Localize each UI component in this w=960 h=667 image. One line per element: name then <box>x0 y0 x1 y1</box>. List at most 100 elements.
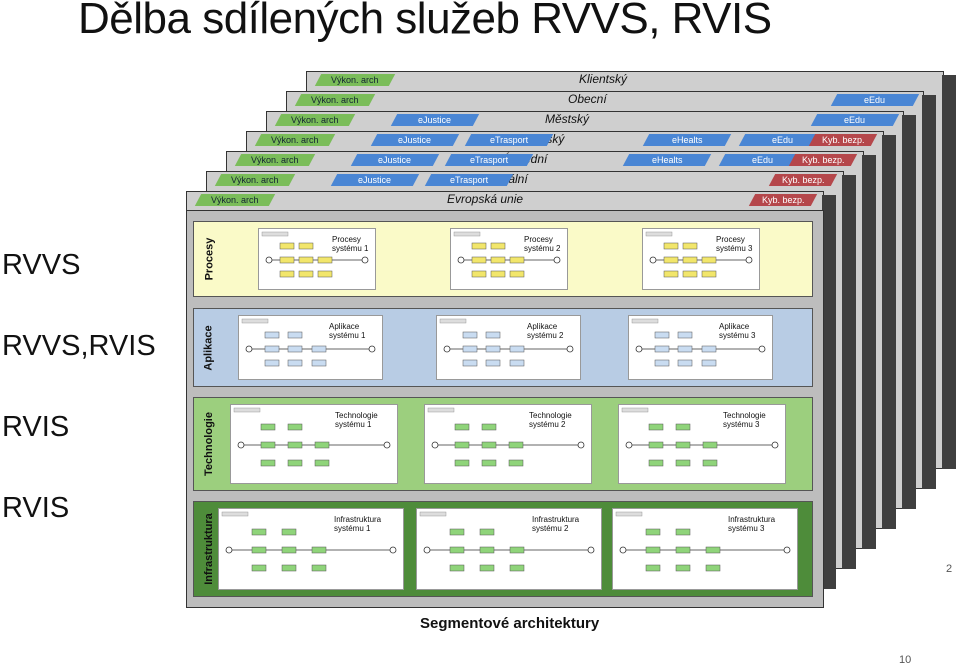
flow-end <box>361 256 369 264</box>
flow-box <box>298 270 314 278</box>
thumbnail-graphic <box>631 318 766 367</box>
layer-tag-ejustice: eJustice <box>330 174 420 186</box>
flow-box <box>479 564 495 572</box>
flow-box <box>471 256 487 264</box>
flow-box <box>314 459 330 467</box>
flow-box <box>279 256 295 264</box>
flow-box <box>701 359 717 367</box>
flow-box <box>509 546 525 554</box>
flow-start <box>225 546 233 554</box>
flow-box <box>314 441 330 449</box>
front-layer-panel: Procesy Procesy systému 1 Procesy systému … <box>186 210 824 608</box>
flow-box <box>260 459 276 467</box>
thumbnail-header <box>631 318 659 324</box>
band-label: Aplikace <box>194 309 224 386</box>
flow-start <box>423 546 431 554</box>
flow-end <box>577 441 585 449</box>
flow-box <box>264 345 280 353</box>
thumbnail-title: Aplikace systému 1 <box>329 322 366 340</box>
flow-box <box>702 459 718 467</box>
left-label-aplikace: RVVS,RVIS <box>2 330 156 362</box>
tag-label: eHealts <box>671 135 703 145</box>
tag-label: Výkon. arch <box>311 95 359 105</box>
flow-box <box>675 546 691 554</box>
flow-box <box>462 359 478 367</box>
flow-box <box>481 441 497 449</box>
flow-box <box>663 270 679 278</box>
tag-label: eJustice <box>418 115 452 125</box>
thumbnail-title: Procesy systému 1 <box>332 235 369 253</box>
flow-start <box>443 345 451 353</box>
diagram-thumbnail: Technologie systému 2 <box>424 404 592 484</box>
flow-box <box>287 459 303 467</box>
flow-box <box>311 345 327 353</box>
thumbnail-header <box>427 407 455 413</box>
thumbnail-graphic <box>439 318 574 367</box>
thumbnail-header <box>233 407 261 413</box>
thumbnail-title: Technologie systému 3 <box>723 411 766 429</box>
flow-start <box>237 441 245 449</box>
thumbnail-header <box>241 318 269 324</box>
flow-box <box>481 423 497 431</box>
flow-box <box>485 331 501 339</box>
flow-box <box>645 564 661 572</box>
flow-box <box>298 256 314 264</box>
layer-tag-ehealts: eHealts <box>622 154 712 166</box>
footer-caption: Segmentové architektury <box>420 615 600 632</box>
flow-box <box>287 441 303 449</box>
flow-box <box>251 564 267 572</box>
flow-box <box>471 242 487 250</box>
thumbnail-header <box>221 511 249 517</box>
flow-box <box>287 345 303 353</box>
flow-box <box>508 441 524 449</box>
thumbnail-graphic <box>427 407 585 467</box>
tag-label: eEdu <box>772 135 794 145</box>
tag-label: Výkon. arch <box>251 155 299 165</box>
diagram-thumbnail: Aplikace systému 1 <box>238 315 383 380</box>
layer-tag-v-kon-arch: Výkon. arch <box>274 114 356 126</box>
band-procesy: Procesy Procesy systému 1 Procesy systému … <box>193 221 813 297</box>
flow-box <box>454 459 470 467</box>
band-label-text: Technologie <box>203 412 215 476</box>
flow-box <box>675 528 691 536</box>
layer-title: Klientský <box>579 72 628 86</box>
flow-box <box>677 359 693 367</box>
diagram-thumbnail: Aplikace systému 2 <box>436 315 581 380</box>
thumbnail-graphic <box>621 407 779 467</box>
flow-box <box>675 564 691 572</box>
band-label: Procesy <box>194 222 224 296</box>
flow-end <box>368 345 376 353</box>
tag-label: Výkon. arch <box>271 135 319 145</box>
flow-box <box>471 270 487 278</box>
flow-box <box>449 528 465 536</box>
flow-box <box>311 546 327 554</box>
flow-end <box>783 546 791 554</box>
flow-box <box>654 331 670 339</box>
tag-label: eJustice <box>398 135 432 145</box>
tag-label: eTrasport <box>449 175 489 185</box>
flow-end <box>553 256 561 264</box>
band-label-text: Procesy <box>203 237 215 281</box>
flow-box <box>287 423 303 431</box>
layer-tag-v-kon-arch: Výkon. arch <box>194 194 276 206</box>
tag-label: eEdu <box>752 155 774 165</box>
thumbnail-graphic <box>221 511 397 572</box>
layer-title: Evropská unie <box>447 192 524 206</box>
thumbnail-title: Technologie systému 2 <box>529 411 572 429</box>
flow-box <box>663 242 679 250</box>
flow-end <box>758 345 766 353</box>
flow-box <box>682 270 698 278</box>
thumbnail-title: Technologie systému 1 <box>335 411 378 429</box>
thumbnail-title: Procesy systému 3 <box>716 235 753 253</box>
flow-box <box>682 242 698 250</box>
layer-tag-kyb-bezp: Kyb. bezp. <box>808 134 878 146</box>
thumbnail-header <box>621 407 649 413</box>
flow-end <box>566 345 574 353</box>
flow-box <box>509 256 525 264</box>
flow-end <box>389 546 397 554</box>
thumbnail-header <box>645 231 673 237</box>
tag-label: eHealts <box>651 155 683 165</box>
tag-label: eTrasport <box>489 135 529 145</box>
thumbnail-title: Infrastruktura systému 1 <box>334 515 382 533</box>
flow-box <box>264 359 280 367</box>
